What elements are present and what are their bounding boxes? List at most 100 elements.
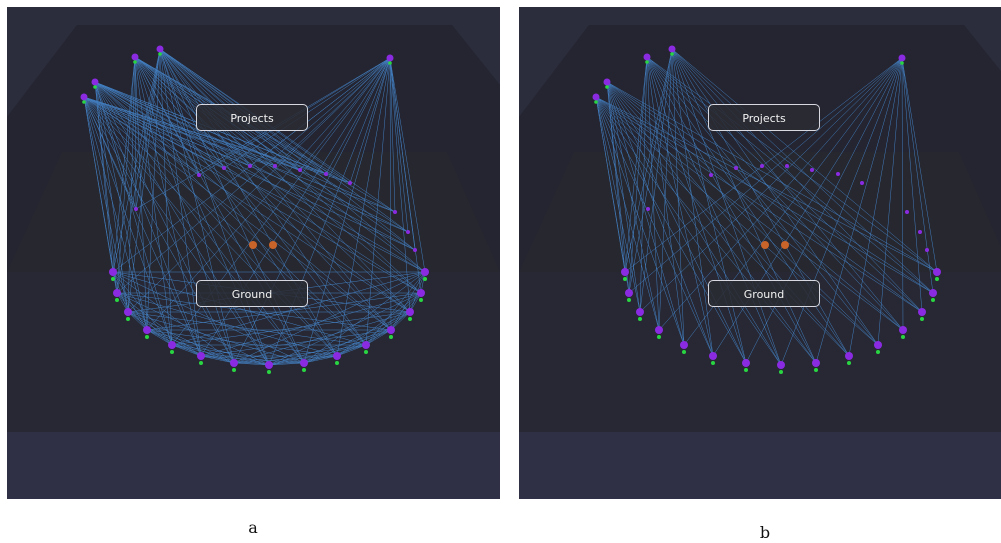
edge-line — [83, 96, 148, 331]
edge-line — [390, 311, 411, 331]
edge-line — [628, 56, 648, 294]
edge-line — [127, 311, 367, 346]
edge-line — [94, 81, 276, 167]
edge-line — [94, 81, 200, 176]
edge-line — [116, 48, 161, 294]
edge-line — [112, 271, 148, 331]
floor-strip — [519, 432, 1001, 499]
project-node — [248, 164, 252, 168]
edge-line — [83, 96, 235, 364]
node — [265, 361, 273, 369]
edge-line — [671, 48, 782, 366]
edge-line — [390, 292, 422, 331]
edge-line — [877, 57, 903, 346]
node-tip — [935, 277, 939, 281]
project-node — [709, 173, 713, 177]
edge-line — [336, 292, 422, 357]
node-tip — [920, 317, 924, 321]
edge-line — [274, 57, 391, 167]
node-tip — [931, 298, 935, 302]
node-tip — [627, 298, 631, 302]
edge-line — [780, 57, 903, 366]
node-tip — [876, 350, 880, 354]
edge-line — [171, 311, 411, 346]
project-node — [785, 164, 789, 168]
node-tip — [145, 335, 149, 339]
edge-line — [595, 96, 879, 346]
edge-line — [83, 96, 137, 210]
node — [592, 93, 600, 101]
edge-line — [595, 96, 685, 346]
projects-plane — [519, 152, 1001, 272]
project-node — [348, 181, 352, 185]
node-tip — [302, 368, 306, 372]
node — [812, 359, 820, 367]
edge-line — [365, 271, 426, 346]
node-tip — [133, 60, 137, 64]
edge-line — [159, 48, 338, 357]
edge-line — [83, 96, 409, 233]
edge-line — [83, 96, 396, 213]
edge-line — [901, 57, 923, 313]
edge-line — [389, 57, 416, 251]
node-tip — [900, 61, 904, 65]
node-tip — [645, 60, 649, 64]
edge-line — [159, 48, 235, 364]
edge-line — [365, 292, 422, 346]
node — [80, 93, 88, 101]
edge-line — [94, 81, 338, 357]
edge-line — [94, 81, 305, 364]
edge-line — [134, 56, 200, 176]
edge-line — [83, 96, 305, 364]
edge-line — [671, 48, 850, 357]
edge-line — [200, 355, 305, 364]
edge-line — [365, 329, 392, 346]
project-node — [197, 173, 201, 177]
node — [109, 268, 117, 276]
edge-line — [595, 96, 938, 273]
project-node — [860, 181, 864, 185]
node — [933, 268, 941, 276]
edge-line — [595, 96, 714, 357]
edge-line — [112, 271, 367, 346]
edge-line — [646, 56, 747, 364]
edge-line — [83, 96, 426, 273]
floor-strip — [7, 432, 500, 499]
project-node — [298, 168, 302, 172]
edge-line — [159, 48, 392, 331]
node — [333, 352, 341, 360]
edge-line — [146, 329, 173, 346]
panel-a: Projects Ground — [7, 7, 500, 499]
node — [387, 326, 395, 334]
edge-line — [848, 57, 903, 357]
node — [386, 54, 394, 62]
edge-line — [365, 57, 391, 346]
edge-line — [159, 48, 305, 364]
edge-line — [671, 48, 747, 364]
edge-line — [595, 96, 641, 313]
project-node — [810, 168, 814, 172]
node — [143, 326, 151, 334]
edge-line — [646, 56, 923, 313]
edge-line — [146, 329, 338, 357]
edge-line — [249, 57, 391, 167]
node-tip — [170, 350, 174, 354]
node-tip — [623, 277, 627, 281]
edge-line — [901, 57, 904, 331]
node-tip — [657, 335, 661, 339]
edge-line — [671, 48, 714, 357]
edge-line — [112, 56, 136, 273]
edge-line — [127, 311, 148, 331]
edge-line — [83, 96, 200, 176]
edge-line — [624, 56, 648, 273]
edge-line — [127, 311, 305, 364]
edge-line — [646, 56, 934, 294]
node-tip — [199, 361, 203, 365]
node-tip — [419, 298, 423, 302]
node — [899, 326, 907, 334]
node-tip — [408, 317, 412, 321]
edge-line — [135, 57, 391, 210]
node-tip — [115, 298, 119, 302]
edge-line — [94, 81, 235, 364]
edge-line — [671, 48, 879, 346]
